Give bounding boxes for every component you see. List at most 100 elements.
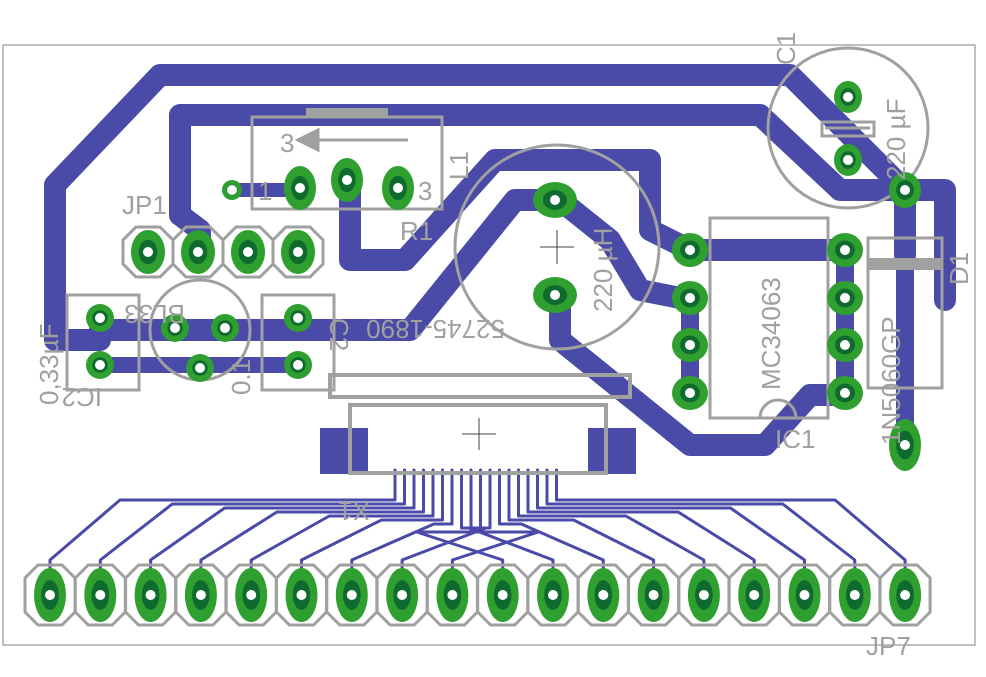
jp1-pad <box>131 230 165 274</box>
label-l1-pin-1: 1 <box>258 176 272 206</box>
jp7-pad <box>134 568 167 622</box>
l1-pad <box>331 158 363 202</box>
label-small-cap-ref: C2 <box>324 318 354 351</box>
jp1-pad <box>231 230 265 274</box>
ic2-pad <box>161 314 189 342</box>
jp7-pad <box>486 568 519 622</box>
jp7-pin-outline <box>375 563 429 627</box>
ic1-pad <box>827 281 863 315</box>
jp7-pin-outline <box>73 563 127 627</box>
jp7-pin-outline <box>224 563 278 627</box>
jp7-pin-outline <box>677 563 731 627</box>
d1-band <box>868 258 942 270</box>
ic2-cap-box <box>65 293 141 392</box>
trace-lower-return <box>549 289 856 456</box>
label-jp1: JP1 <box>122 190 167 220</box>
ic1-outline <box>708 216 830 420</box>
label-d1: D1 <box>944 252 974 285</box>
jp1-pad <box>181 230 215 274</box>
d1-pad <box>889 419 921 471</box>
d1-pad <box>889 172 921 208</box>
ic2-pad <box>211 314 239 342</box>
silkscreen-layer <box>23 46 944 627</box>
l1-top-bar <box>306 108 388 116</box>
jp7-pad <box>788 568 821 622</box>
jp7-pin-outline <box>828 563 882 627</box>
ic1-notch <box>758 398 798 419</box>
ic1-pad <box>672 328 708 362</box>
board-outline <box>2 44 976 646</box>
connector-mount-left <box>320 428 368 474</box>
ic1-pad <box>672 376 708 410</box>
jp7-pad <box>738 568 771 622</box>
label-c1-value: 220 µF <box>881 99 911 180</box>
label-small-cap-value: 0.1 <box>226 359 256 395</box>
inductor-pad <box>533 277 577 313</box>
jp1-pin-outline <box>171 225 225 279</box>
label-connector-ref: X1 <box>338 496 370 526</box>
inductor-outline <box>453 143 661 351</box>
d1-outline <box>866 236 944 390</box>
c1-pad <box>834 81 862 113</box>
label-inductor-value: 220 µH <box>588 228 618 312</box>
jp7-pin-outline <box>124 563 178 627</box>
x1-body <box>328 373 632 399</box>
jp7-pin-outline <box>275 563 328 627</box>
label-l1-pin-b: 3 <box>418 176 432 206</box>
ic1-pad <box>827 376 863 410</box>
jp7-pad <box>687 568 720 622</box>
jp7-pin-outline <box>526 563 580 627</box>
ic2-pad <box>86 304 114 332</box>
label-ic2: IC2 <box>62 382 102 412</box>
connector-mount-right <box>588 428 636 474</box>
jp7-pad <box>587 568 620 622</box>
label-l1: L1 <box>444 151 474 180</box>
jp1-pad <box>281 230 315 274</box>
c1-pad <box>834 144 862 176</box>
jp7-pad <box>84 568 117 622</box>
jp7-outlines <box>23 563 932 627</box>
jp7-pin-outline <box>425 563 479 627</box>
inductor-pad <box>533 182 577 218</box>
jp7-pad <box>436 568 469 622</box>
jp7-pin-outline <box>727 563 781 627</box>
c2-pad <box>284 351 312 379</box>
jp7-pad <box>537 568 569 622</box>
jp7-pad <box>889 568 922 622</box>
x1-housing <box>348 403 608 475</box>
jp1-pin-outline <box>221 225 275 279</box>
jp7-pin-outline <box>576 563 630 627</box>
label-l1-pin-a: 3 <box>280 128 294 158</box>
label-c1: C1 <box>771 32 801 65</box>
label-connector-part: 52745-1890 <box>366 314 505 344</box>
ic2-pad <box>86 351 114 379</box>
jp7-pad <box>335 568 368 622</box>
label-d1-part: 1N5060GP <box>876 316 906 445</box>
jp7-pin-outline <box>23 563 77 627</box>
c2-box <box>260 293 336 392</box>
l1-pin1-pad <box>222 180 242 200</box>
jp7-pin-outline <box>627 563 681 627</box>
jp7-pin-outline <box>174 563 228 627</box>
label-jp7: JP7 <box>866 631 911 661</box>
jp1-pin-outline <box>121 225 175 279</box>
ic1-pad <box>672 281 708 315</box>
ic1-pad <box>672 233 708 267</box>
jp7-pad <box>184 568 217 622</box>
label-ic2-cap: 0,33µF <box>34 324 64 405</box>
c1-plate-b <box>820 120 876 138</box>
label-r1: R1 <box>400 216 433 246</box>
l1-outline <box>250 115 444 211</box>
r1-pad <box>382 166 414 210</box>
ic1-pad <box>827 328 863 362</box>
jp7-pad <box>235 568 268 622</box>
jp7-pad <box>285 568 318 622</box>
label-ic2-part: BL33 <box>124 299 185 329</box>
label-ic1-part: MC34063 <box>756 277 786 390</box>
jp7-pin-outline <box>878 563 932 627</box>
jp1-outlines <box>121 225 325 279</box>
c2-pad <box>284 304 312 332</box>
c1-outline <box>766 46 930 210</box>
jp7-pad <box>34 568 66 622</box>
